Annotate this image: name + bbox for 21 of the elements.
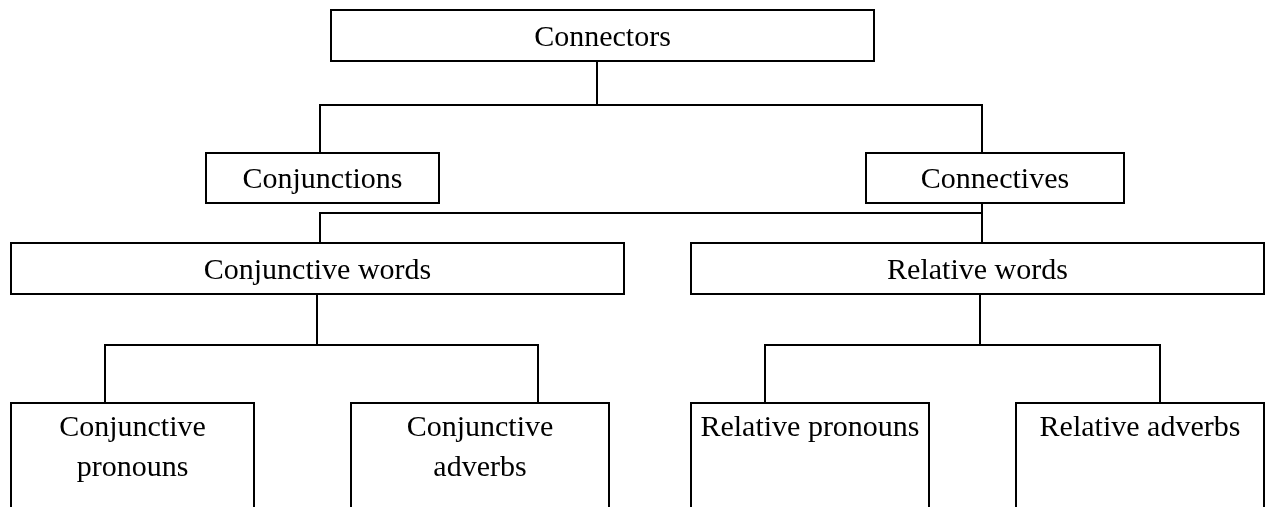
category-label: Relative pronouns (699, 408, 921, 444)
category-label: Relative adverbs (1038, 408, 1242, 444)
category-box (10, 242, 625, 295)
category-box (205, 152, 440, 204)
connector-line (316, 294, 539, 403)
connector-line (981, 203, 983, 243)
connector-line (979, 294, 1161, 403)
category-box (690, 242, 1265, 295)
category-box (10, 402, 255, 507)
category-box (350, 402, 610, 507)
category-box (690, 402, 930, 507)
category-box (1015, 402, 1265, 507)
category-label: Connectives (919, 160, 1071, 196)
category-label: Conjunctions (241, 160, 404, 196)
category-label: Conjunctive words (202, 250, 433, 287)
category-label: Conjunctive pronouns (58, 408, 207, 484)
category-label: Connectors (533, 17, 672, 54)
category-box (865, 152, 1125, 204)
category-label: Conjunctive adverbs (405, 408, 555, 484)
category-label: Relative words (886, 250, 1069, 287)
category-box (330, 9, 875, 62)
